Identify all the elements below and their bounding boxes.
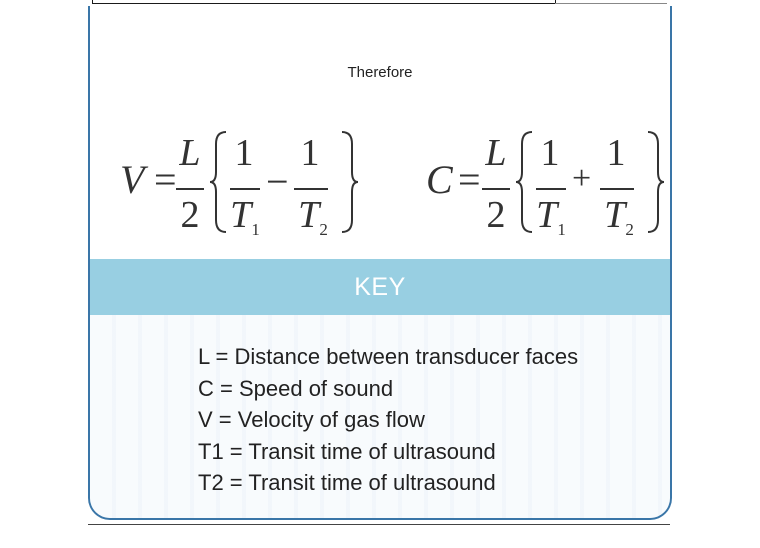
formula-v-left-brace: [209, 131, 227, 233]
formula-v-one-b: 1: [300, 132, 320, 174]
formula-c-t1: T1: [536, 194, 566, 239]
key-title: KEY: [354, 272, 406, 301]
formula-v-bar-b: [294, 188, 328, 190]
key-item-v: V = Velocity of gas flow: [198, 407, 425, 432]
formula-v-numerator-l: L: [179, 132, 201, 174]
key-item-t1: T1 = Transit time of ultrasound: [198, 438, 496, 464]
formula-v-equals: =: [154, 157, 177, 202]
formula-c-one-b: 1: [606, 132, 626, 174]
speed-formula: C = L 2 1 T1 + 1 T2: [420, 124, 670, 238]
formula-c-one-a: 1: [540, 132, 560, 174]
formula-v-t1: T1: [230, 194, 260, 239]
formula-v-right-brace: [341, 131, 359, 233]
formula-v-t2: T2: [298, 194, 328, 239]
formula-v-fraction-bar: [176, 188, 204, 190]
formula-card: Therefore V = L 2 1 T1 − 1 T2 C = L 2 1 …: [88, 6, 672, 520]
key-item-t2: T2 = Transit time of ultrasound: [198, 470, 496, 495]
key-background: [90, 315, 670, 518]
formula-v-lhs: V: [120, 157, 145, 202]
therefore-label: Therefore: [347, 64, 413, 81]
formula-c-fraction-bar: [482, 188, 510, 190]
formula-v-operator: −: [266, 159, 289, 204]
formula-c-right-brace: [647, 131, 665, 233]
formula-c-left-brace: [515, 131, 533, 233]
velocity-formula: V = L 2 1 T1 − 1 T2: [114, 124, 374, 238]
key-item-c: C = Speed of sound: [198, 375, 394, 401]
formula-c-denominator-2: 2: [486, 194, 506, 236]
top-frame-edge: [92, 0, 556, 4]
formula-c-operator: +: [572, 160, 592, 197]
bottom-rule: [88, 524, 670, 525]
formula-v-bar-a: [230, 188, 260, 190]
key-list: L = Distance between transducer faces C …: [198, 341, 578, 499]
formula-v-denominator-2: 2: [180, 194, 200, 236]
formula-c-t2: T2: [604, 194, 634, 239]
key-item-l: L = Distance between transducer faces: [198, 344, 579, 369]
formula-c-lhs: C: [426, 157, 453, 202]
formula-c-bar-b: [600, 188, 634, 190]
top-frame-tail: [555, 0, 667, 4]
key-header-band: KEY: [90, 259, 670, 315]
formula-v-one-a: 1: [234, 132, 254, 174]
formula-c-bar-a: [536, 188, 566, 190]
formula-c-equals: =: [458, 157, 481, 202]
formula-c-numerator-l: L: [485, 132, 507, 174]
